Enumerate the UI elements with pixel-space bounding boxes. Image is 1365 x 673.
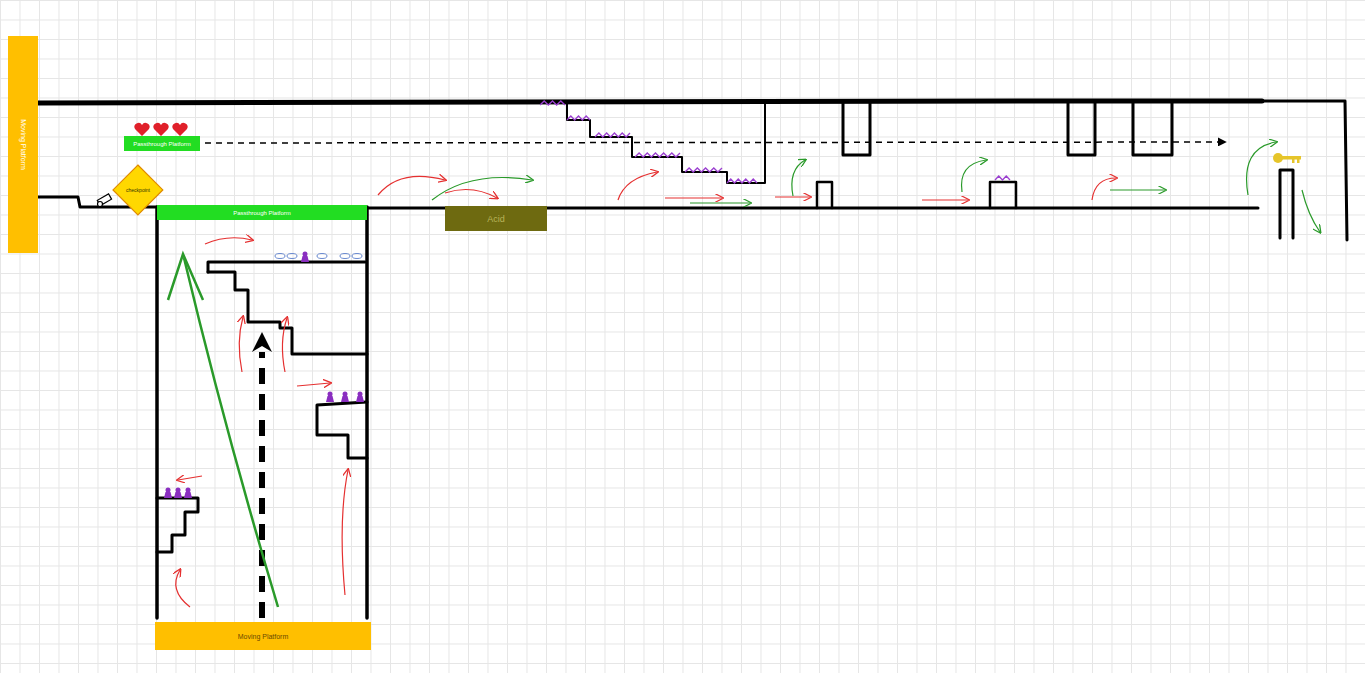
heart-icons — [134, 123, 187, 136]
spring-trap — [685, 168, 722, 172]
flyer-icon — [275, 254, 285, 259]
moving-platform: Moving Platform — [155, 622, 371, 650]
enemy-icon — [184, 488, 192, 499]
node-label: Moving Platform — [20, 119, 27, 170]
flyer-icon — [287, 254, 297, 259]
spring-trap — [567, 116, 590, 120]
path-arrowhead — [252, 332, 272, 352]
spring-trap — [727, 179, 757, 183]
player-route — [184, 258, 278, 607]
moving-platform: Moving Platform — [8, 36, 38, 253]
passthrough-platform: Passthrough Platform — [124, 136, 200, 151]
enemy-icon — [301, 252, 309, 263]
enemy-icon — [356, 392, 364, 403]
enemy-icon — [326, 392, 334, 403]
platform-path — [259, 352, 265, 618]
node-label: Passthrough Platform — [133, 141, 191, 147]
passthrough-platform: Passthrough Platform — [157, 205, 367, 220]
node-label: checkpoint — [126, 187, 150, 193]
spring-trap — [595, 133, 630, 137]
flyer-icon — [340, 254, 350, 259]
spring-trap — [995, 176, 1010, 180]
platform-path — [205, 142, 1225, 143]
acid-pool: Acid — [445, 206, 547, 231]
node-label: Acid — [487, 214, 505, 224]
route-arrows — [432, 142, 1320, 232]
enemy-icon — [164, 488, 172, 499]
level-walls — [38, 101, 1347, 618]
spring-trap — [540, 101, 565, 105]
flyer-icon — [317, 254, 327, 259]
spring-trap — [635, 153, 680, 157]
enemy-icon — [341, 392, 349, 403]
enemy-icon — [174, 488, 182, 499]
jump-arrows — [176, 172, 1116, 607]
flyer-icon — [352, 254, 362, 259]
node-label: Passthrough Platform — [233, 210, 291, 216]
node-label: Moving Platform — [238, 633, 289, 640]
key-icon — [1273, 153, 1301, 163]
route-arrowhead — [168, 254, 203, 300]
cannon-icon — [97, 194, 111, 207]
